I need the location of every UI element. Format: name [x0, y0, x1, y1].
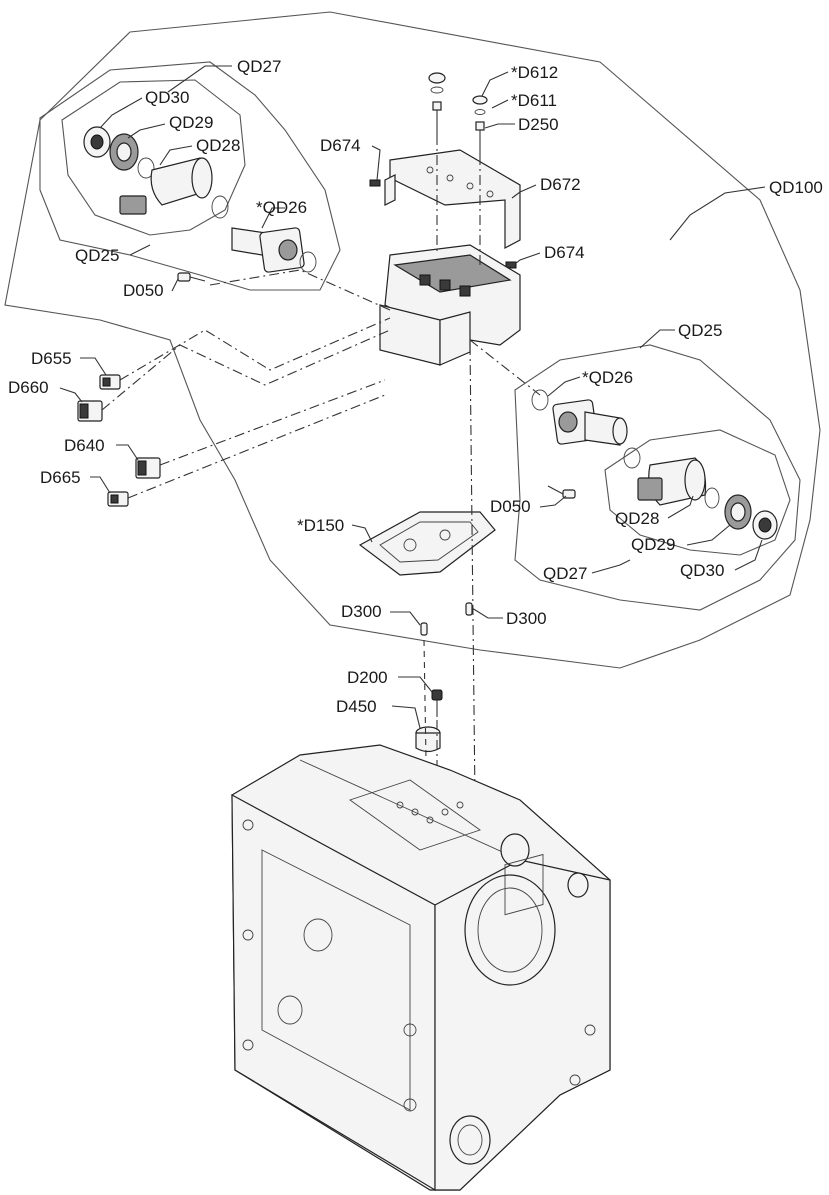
leader-lines: [59, 65, 766, 729]
label-d050-top: D050: [123, 281, 164, 300]
d612-caps: [428, 72, 488, 115]
qd29-right-gear: [724, 494, 752, 530]
qd28-top-inner-outline: [61, 79, 246, 236]
label-d250: D250: [518, 115, 559, 134]
d672-bracket: [384, 149, 521, 249]
label-d150: *D150: [297, 516, 344, 535]
label-qd27-top: QD27: [237, 57, 281, 76]
label-d660: D660: [8, 378, 49, 397]
label-d674-right: D674: [544, 243, 585, 262]
part-labels: QD27 QD30 QD29 QD28 *QD26 QD25 D050 *D61…: [8, 57, 823, 716]
d640-connector: [135, 457, 161, 479]
label-qd29-right: QD29: [631, 535, 675, 554]
label-d665: D665: [40, 468, 81, 487]
alignment-lines: [423, 135, 481, 801]
qd-right-oring: [623, 447, 641, 469]
d665-connector: [107, 491, 129, 507]
qd26-top-valve: [231, 227, 305, 273]
label-d450: D450: [336, 697, 377, 716]
label-d640: D640: [64, 436, 105, 455]
qd30-top-bearing: [83, 126, 111, 158]
label-qd28-top: QD28: [196, 136, 240, 155]
qd29-top-gear: [109, 133, 139, 171]
label-d200: D200: [347, 668, 388, 687]
label-qd29-top: QD29: [169, 113, 213, 132]
qd28-right-inner-outline: [604, 429, 791, 556]
label-d655: D655: [31, 349, 72, 368]
label-d300-right: D300: [506, 609, 547, 628]
d150-gasket: [358, 511, 496, 576]
label-qd30-top: QD30: [145, 88, 189, 107]
label-d672: D672: [540, 175, 581, 194]
qd-top-oring-2: [211, 195, 229, 219]
label-qd26-right: *QD26: [582, 368, 633, 387]
qd-top-oring: [137, 157, 155, 179]
d250-bolts: [432, 101, 485, 155]
d660-connector: [77, 400, 103, 422]
d200-bolt: [431, 689, 443, 717]
qd-right-oring-2: [704, 487, 720, 509]
qd-right-seal: [531, 389, 549, 411]
qd28-top-solenoid: [119, 157, 213, 215]
label-d612: *D612: [511, 63, 558, 82]
d050-top-screw: [177, 272, 206, 282]
qd-top-seal: [299, 251, 317, 273]
d050-right-screw: [547, 485, 576, 499]
qd30-right-bearing: [752, 510, 778, 540]
label-qd30-right: QD30: [680, 561, 724, 580]
label-d050-right: D050: [490, 497, 531, 516]
d674-screws: [369, 179, 517, 269]
label-qd100: QD100: [769, 178, 823, 197]
qd100-boundary-outline: [4, 11, 821, 669]
qd27-top-boundary-outline: [39, 61, 341, 291]
label-qd27-right: QD27: [543, 564, 587, 583]
label-qd28-right: QD28: [615, 509, 659, 528]
label-qd25-top: QD25: [75, 246, 119, 265]
valve-body-block: [379, 244, 521, 366]
d450-plug: [415, 726, 441, 753]
d300-left-pin: [420, 622, 428, 636]
label-d300-left: D300: [341, 602, 382, 621]
label-d611: *D611: [511, 91, 557, 110]
qd28-right-solenoid: [637, 457, 707, 506]
label-qd26-top: *QD26: [256, 198, 307, 217]
housing-case: [231, 744, 611, 1192]
d300-right-pin: [465, 602, 473, 616]
d655-connector: [99, 374, 121, 390]
qd25-right-boundary-outline: [514, 344, 801, 611]
connector-dash-lines: [101, 269, 541, 499]
qd26-right-valve: [552, 399, 628, 446]
label-qd25-right: QD25: [678, 321, 722, 340]
label-d674-left: D674: [320, 136, 361, 155]
